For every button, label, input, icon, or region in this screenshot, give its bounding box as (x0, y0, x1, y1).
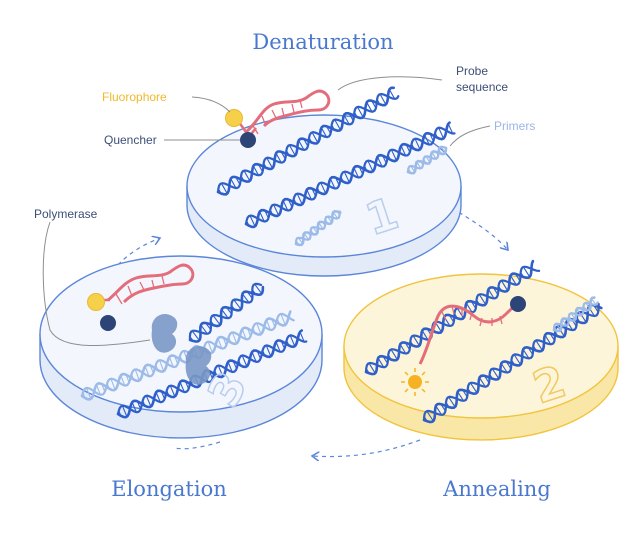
leader-polymerase (42, 221, 151, 347)
cycle-arrow-elongation-to-denaturation-2 (117, 238, 160, 266)
dna-helix-anneal-1 (364, 259, 541, 376)
title-denaturation: Denaturation (252, 30, 393, 54)
probe-bound-annealing (418, 302, 521, 365)
label-primers: Primers (494, 119, 535, 133)
quencher-annealing-icon (510, 296, 526, 312)
quencher-icon (240, 132, 256, 148)
probe-hairpin-elongation (100, 263, 195, 305)
primer-strand-denat-2 (294, 209, 342, 247)
dna-helix-anneal-2 (422, 302, 603, 424)
leader-probe (337, 76, 443, 91)
primer-strand-anneal-1 (552, 296, 599, 333)
dna-helix-elong-3 (188, 282, 265, 343)
label-probe-line1: Probe (456, 64, 488, 78)
primer-strand-denat-1 (406, 145, 448, 175)
fluorophore-glow-icon (401, 368, 429, 396)
label-quencher: Quencher (104, 133, 157, 147)
fluorophore-elongation-icon (87, 293, 105, 311)
polymerase-icon-2 (185, 345, 212, 385)
cycle-arrow-elongation-to-denaturation (174, 441, 221, 450)
dna-helix-elong-1 (80, 310, 295, 401)
probe-hairpin-denaturation (234, 89, 331, 139)
leader-primers (449, 125, 491, 147)
polymerase-icon (151, 313, 178, 353)
dna-helix-denat-2 (244, 121, 456, 229)
dna-helix-denat-1 (216, 86, 400, 196)
title-elongation: Elongation (111, 477, 227, 501)
label-fluorophore: Fluorophore (102, 90, 167, 104)
label-probe-line2: sequence (456, 80, 508, 94)
cycle-arrow-denaturation-to-annealing (451, 207, 508, 250)
title-annealing: Annealing (442, 477, 551, 501)
leader-fluorophore (191, 96, 231, 113)
quencher-elongation-icon (100, 315, 116, 331)
label-polymerase: Polymerase (34, 207, 98, 221)
fluorophore-icon (225, 109, 243, 127)
cycle-arrow-annealing-to-elongation (312, 439, 421, 457)
